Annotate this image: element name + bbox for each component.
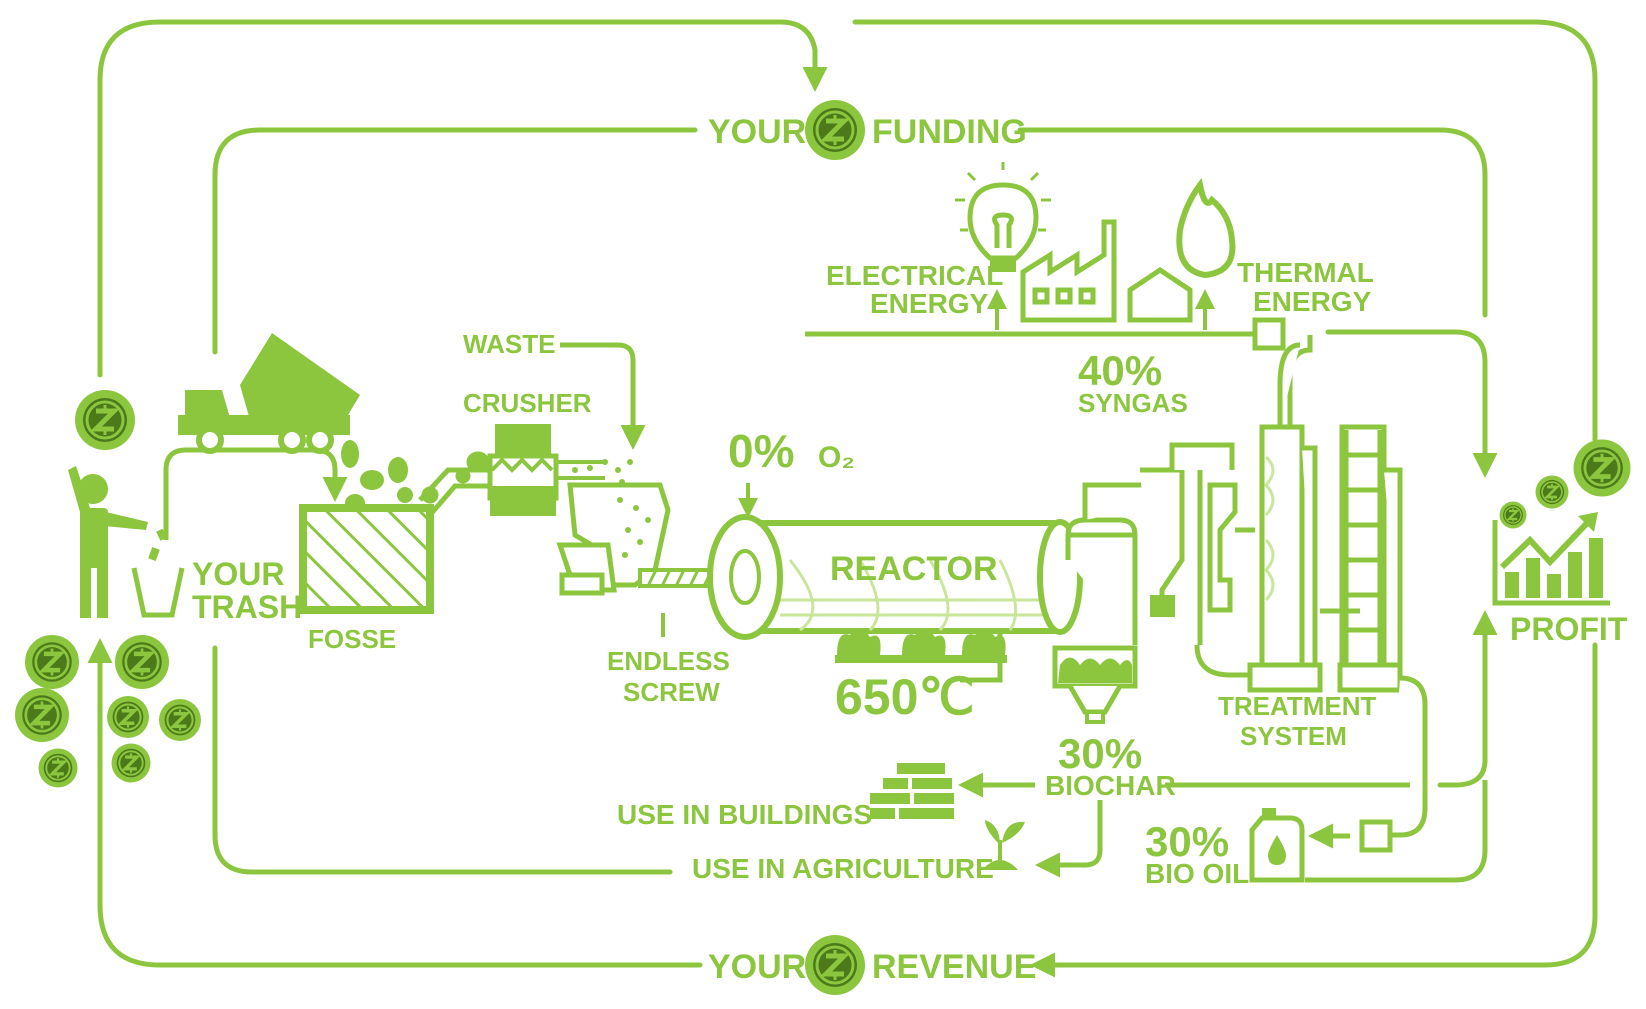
funding-label: FUNDING bbox=[872, 113, 1027, 151]
crusher-label: CRUSHER bbox=[463, 388, 592, 418]
revenue-title: YOUR REVENUE bbox=[708, 935, 1036, 995]
bio-oil-percent: 30% bbox=[1145, 818, 1229, 865]
waste-arrow bbox=[560, 342, 646, 450]
z-coin-icon bbox=[805, 100, 865, 160]
inner-loop-lines bbox=[212, 127, 1498, 875]
biochar-percent: 30% bbox=[1058, 730, 1142, 777]
profit-label: PROFIT bbox=[1510, 611, 1628, 647]
dump-truck-icon bbox=[178, 333, 360, 454]
trash-bags bbox=[341, 440, 413, 512]
hopper-feeder bbox=[556, 482, 671, 596]
crushed-waste-particles bbox=[572, 459, 633, 485]
electrical-energy-label-1: ELECTRICAL bbox=[826, 260, 1003, 291]
crusher-unit bbox=[487, 424, 605, 516]
use-in-buildings-label: USE IN BUILDINGS bbox=[617, 799, 872, 830]
syngas-outlet bbox=[1252, 317, 1286, 351]
reactor-vessel bbox=[707, 514, 1083, 683]
person-icon bbox=[68, 466, 148, 618]
endless-screw-label-1: ENDLESS bbox=[607, 646, 730, 676]
electrical-energy-label-2: ENERGY bbox=[870, 288, 989, 319]
z-coin-icon bbox=[75, 390, 135, 450]
bio-oil-right-line bbox=[1305, 780, 1488, 883]
flame-burners bbox=[835, 628, 1007, 663]
thermal-energy-label-2: ENERGY bbox=[1253, 286, 1372, 317]
bricks-icon bbox=[870, 763, 954, 819]
hopper-particles bbox=[617, 497, 651, 558]
flame-icon bbox=[1176, 177, 1236, 279]
waste-label: WASTE bbox=[463, 329, 555, 359]
revenue-your-label: YOUR bbox=[708, 948, 806, 986]
endless-screw-label-2: SCREW bbox=[623, 677, 720, 707]
lightbulb-icon bbox=[955, 162, 1051, 272]
conveyor bbox=[418, 451, 490, 517]
z-coin-icon bbox=[805, 935, 865, 995]
char-separator bbox=[1065, 442, 1235, 645]
syngas-percent: 40% bbox=[1078, 347, 1162, 394]
bio-oil-label: BIO OIL bbox=[1145, 858, 1249, 889]
your-trash-label-1: YOUR bbox=[192, 556, 284, 592]
biochar-to-agriculture-arrow bbox=[1035, 800, 1103, 878]
house-icon bbox=[1127, 266, 1193, 323]
treatment-system bbox=[1194, 335, 1428, 838]
coin-pile bbox=[15, 635, 203, 790]
truck-route-line bbox=[163, 447, 348, 540]
oxygen-percent: 0% bbox=[728, 425, 794, 477]
funding-your-label: YOUR bbox=[708, 113, 806, 151]
fosse-pit bbox=[299, 504, 434, 614]
biochar-collector bbox=[1052, 645, 1138, 724]
thermal-energy-label-1: THERMAL bbox=[1237, 257, 1374, 288]
funding-title: YOUR FUNDING bbox=[708, 100, 1027, 160]
fosse-label: FOSSE bbox=[308, 624, 396, 654]
treatment-label-1: TREATMENT bbox=[1218, 691, 1377, 721]
sprout-icon bbox=[982, 820, 1025, 870]
your-trash-label-2: TRASH bbox=[192, 589, 302, 625]
growth-chart-icon bbox=[1492, 439, 1631, 606]
oil-canister-icon bbox=[1249, 808, 1305, 883]
temperature-label: 650℃ bbox=[835, 669, 975, 725]
bio-oil-outlet bbox=[1359, 819, 1393, 853]
trash-bin-icon bbox=[131, 528, 185, 618]
syngas-label: SYNGAS bbox=[1078, 388, 1188, 418]
reactor-label: REACTOR bbox=[830, 550, 998, 588]
biochar-label: BIOCHAR bbox=[1045, 770, 1176, 801]
oxygen-symbol: O₂ bbox=[818, 441, 855, 474]
revenue-label: REVENUE bbox=[872, 948, 1036, 986]
factory-icon bbox=[1020, 219, 1117, 323]
outer-loop-lines bbox=[87, 19, 1598, 978]
treatment-label-2: SYSTEM bbox=[1240, 721, 1347, 751]
use-in-agriculture-label: USE IN AGRICULTURE bbox=[692, 853, 994, 884]
